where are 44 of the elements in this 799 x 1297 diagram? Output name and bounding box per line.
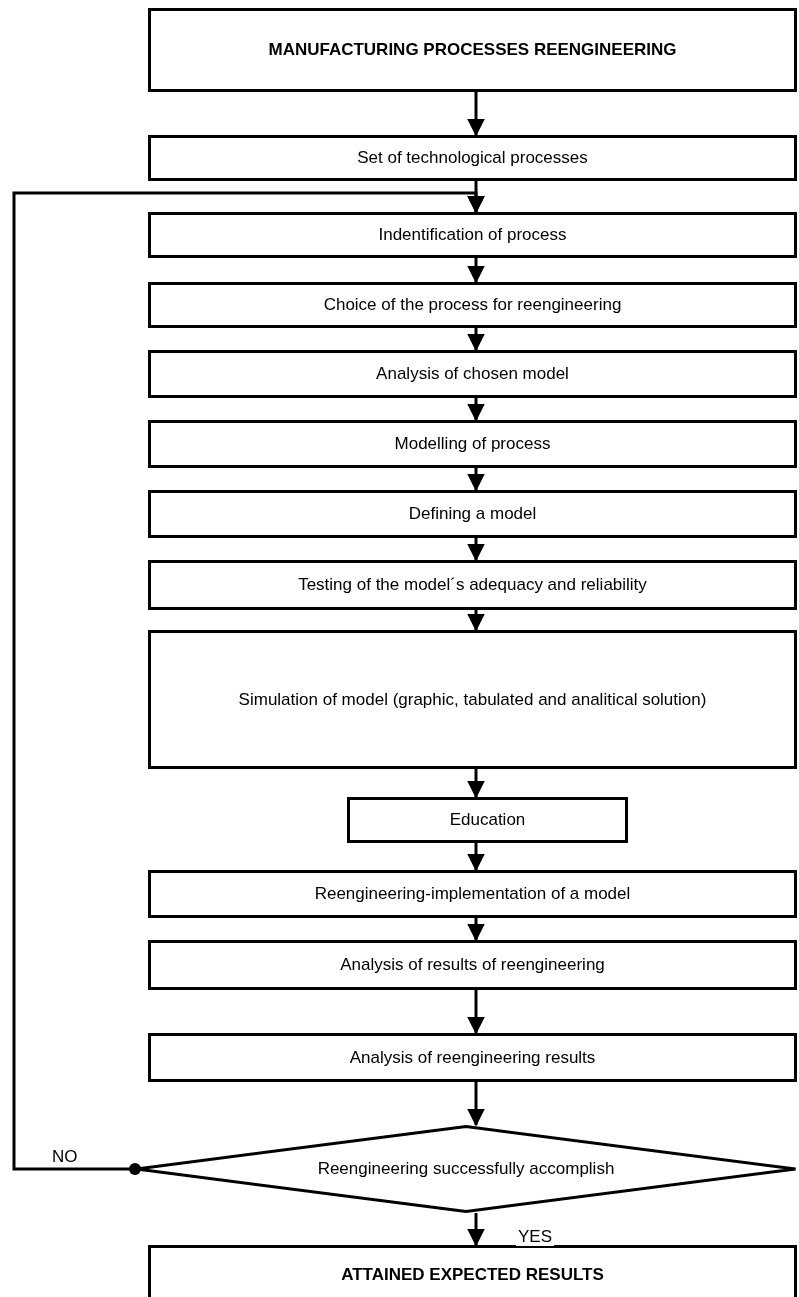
process-box (148, 940, 797, 990)
arrow (467, 990, 485, 1035)
box-text: Analysis of chosen model (376, 364, 569, 384)
arrow (467, 92, 485, 137)
arrow (467, 468, 485, 492)
arrow (467, 538, 485, 562)
arrow (467, 398, 485, 422)
box-text: Indentification of process (378, 225, 567, 245)
arrow (467, 1082, 485, 1127)
process-box (148, 420, 797, 468)
box-text: Simulation of model (graphic, tabulated and analitical solution) (238, 689, 707, 710)
process-box (148, 350, 797, 398)
process-box (148, 1245, 797, 1297)
box-text: Analysis of reengineering results (349, 1047, 596, 1068)
box-text: Set of technological processes (357, 148, 588, 168)
process-box (148, 1033, 797, 1082)
arrow (467, 258, 485, 284)
arrow (467, 610, 485, 632)
box-text: Education (449, 810, 526, 830)
process-box (148, 630, 797, 769)
process-box (148, 135, 797, 181)
box-text: Choice of the process for reengineering (323, 295, 622, 315)
box-text: Defining a model (408, 504, 537, 524)
box-text: Testing of the model´s adequacy and reliability (298, 575, 647, 595)
process-box (148, 212, 797, 258)
arrow (12, 191, 485, 1175)
arrow (467, 1213, 485, 1247)
box-text: Modelling of process (394, 434, 551, 454)
arrow (467, 843, 485, 872)
arrow (467, 769, 485, 799)
box-text: MANUFACTURING PROCESSES REENGINEERING (268, 40, 677, 60)
process-box (148, 870, 797, 918)
box-text: Analysis of results of reengineering (340, 955, 605, 975)
box-text: Reengineering-implementation of a model (314, 884, 631, 904)
arrow (467, 918, 485, 942)
process-box (148, 560, 797, 610)
box-text: ATTAINED EXPECTED RESULTS (341, 1265, 604, 1285)
process-box (148, 490, 797, 538)
process-box (347, 797, 628, 843)
box-text: Reengineering successfully accomplish (317, 1159, 615, 1179)
arrow (467, 328, 485, 352)
process-box (148, 8, 797, 92)
process-box (148, 282, 797, 328)
edge-label: YES (516, 1228, 555, 1246)
